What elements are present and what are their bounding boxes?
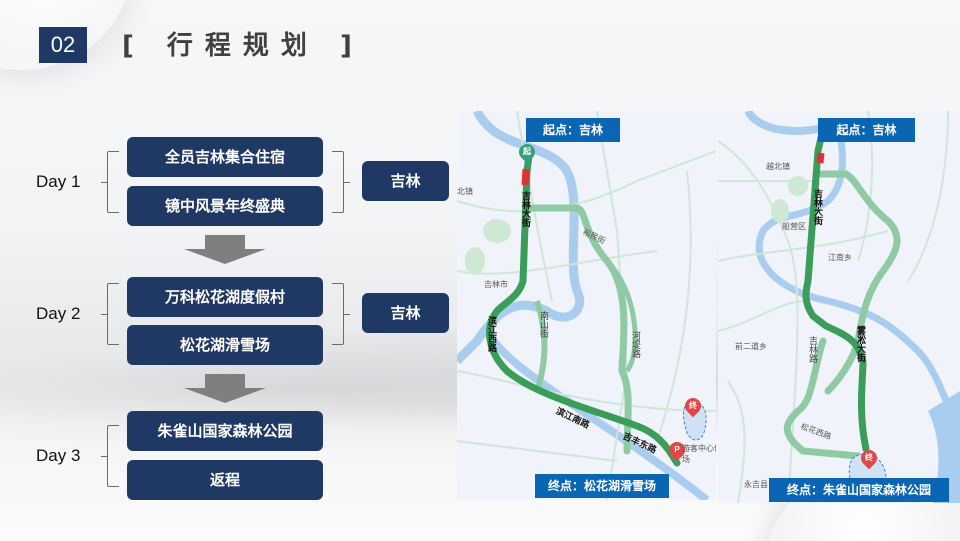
day-3-item-1: 朱雀山国家森林公园 <box>127 411 323 451</box>
map-2-road-label: 吉林大街 <box>812 189 822 225</box>
map-2-town-label: 前二道乡 <box>735 342 767 351</box>
map-1-town-label: 北镇 <box>457 187 473 196</box>
map-2-start-badge: 起点：吉林 <box>818 118 915 142</box>
map-1-start-badge: 起点：吉林 <box>526 118 620 142</box>
map-1-parking-label: 游客中心停场 <box>682 444 716 464</box>
day-1-item-2: 镜中风景年终盛典 <box>127 186 323 226</box>
map-2-drawing <box>718 111 960 503</box>
map-2-road-label: 吉林路 <box>807 336 817 363</box>
map-2-town-label: 船营区 <box>782 222 806 231</box>
route-map-2[interactable]: 起点：吉林 终 越北镇 船营区 江南乡 前二道乡 永吉县 吉林大街 雾凇大街 吉… <box>718 111 960 503</box>
day-1-label: Day 1 <box>36 172 81 191</box>
day-2-item-2: 松花湖滑雪场 <box>127 325 323 365</box>
map-1-drawing <box>457 111 716 500</box>
map-2-end-badge: 终点：朱雀山国家森林公园 <box>769 478 949 502</box>
day-1-left-brace <box>101 151 119 213</box>
map-1-road-label: 河堤路 <box>630 331 640 358</box>
map-1-road-label: 南山街 <box>538 311 548 338</box>
map-2-road-label: 雾凇大街 <box>855 326 865 362</box>
map-1-road-label: 滨江西路 <box>486 316 496 352</box>
end-pin-icon[interactable]: 终 <box>857 446 881 470</box>
day-2-label: Day 2 <box>36 304 81 323</box>
day-2-right-brace <box>332 283 350 345</box>
page-title: [ 行程规划 ] <box>122 31 364 61</box>
down-arrow-1 <box>184 235 266 265</box>
day-3-label: Day 3 <box>36 446 81 465</box>
day-1-right-brace <box>332 151 350 213</box>
map-1-road-label: 吉林大街 <box>520 191 530 227</box>
down-arrow-2 <box>184 374 266 404</box>
section-number-badge: 02 <box>39 27 87 63</box>
map-1-end-badge: 终点：松花湖滑雪场 <box>535 474 669 498</box>
day-2-item-1: 万科松花湖度假村 <box>127 277 323 317</box>
day-1-item-1: 全员吉林集合住宿 <box>127 137 323 177</box>
map-2-town-label: 永吉县 <box>744 480 768 489</box>
day-3-item-2: 返程 <box>127 460 323 500</box>
start-pin-icon[interactable]: 起 <box>515 140 539 164</box>
end-pin-icon[interactable]: 终 <box>681 394 705 418</box>
day-1-location: 吉林 <box>362 161 449 201</box>
route-map-1[interactable]: 起点：吉林 起 终 P 北镇 吉林市 游客中心停场 吉林大街 滨江西路 南山街 … <box>457 111 716 500</box>
day-2-left-brace <box>101 283 119 345</box>
map-2-town-label: 越北镇 <box>766 162 790 171</box>
map-2-town-label: 江南乡 <box>828 253 852 262</box>
day-2-location: 吉林 <box>362 293 449 333</box>
map-1-city-label: 吉林市 <box>484 280 508 289</box>
day-3-left-brace <box>101 425 119 487</box>
